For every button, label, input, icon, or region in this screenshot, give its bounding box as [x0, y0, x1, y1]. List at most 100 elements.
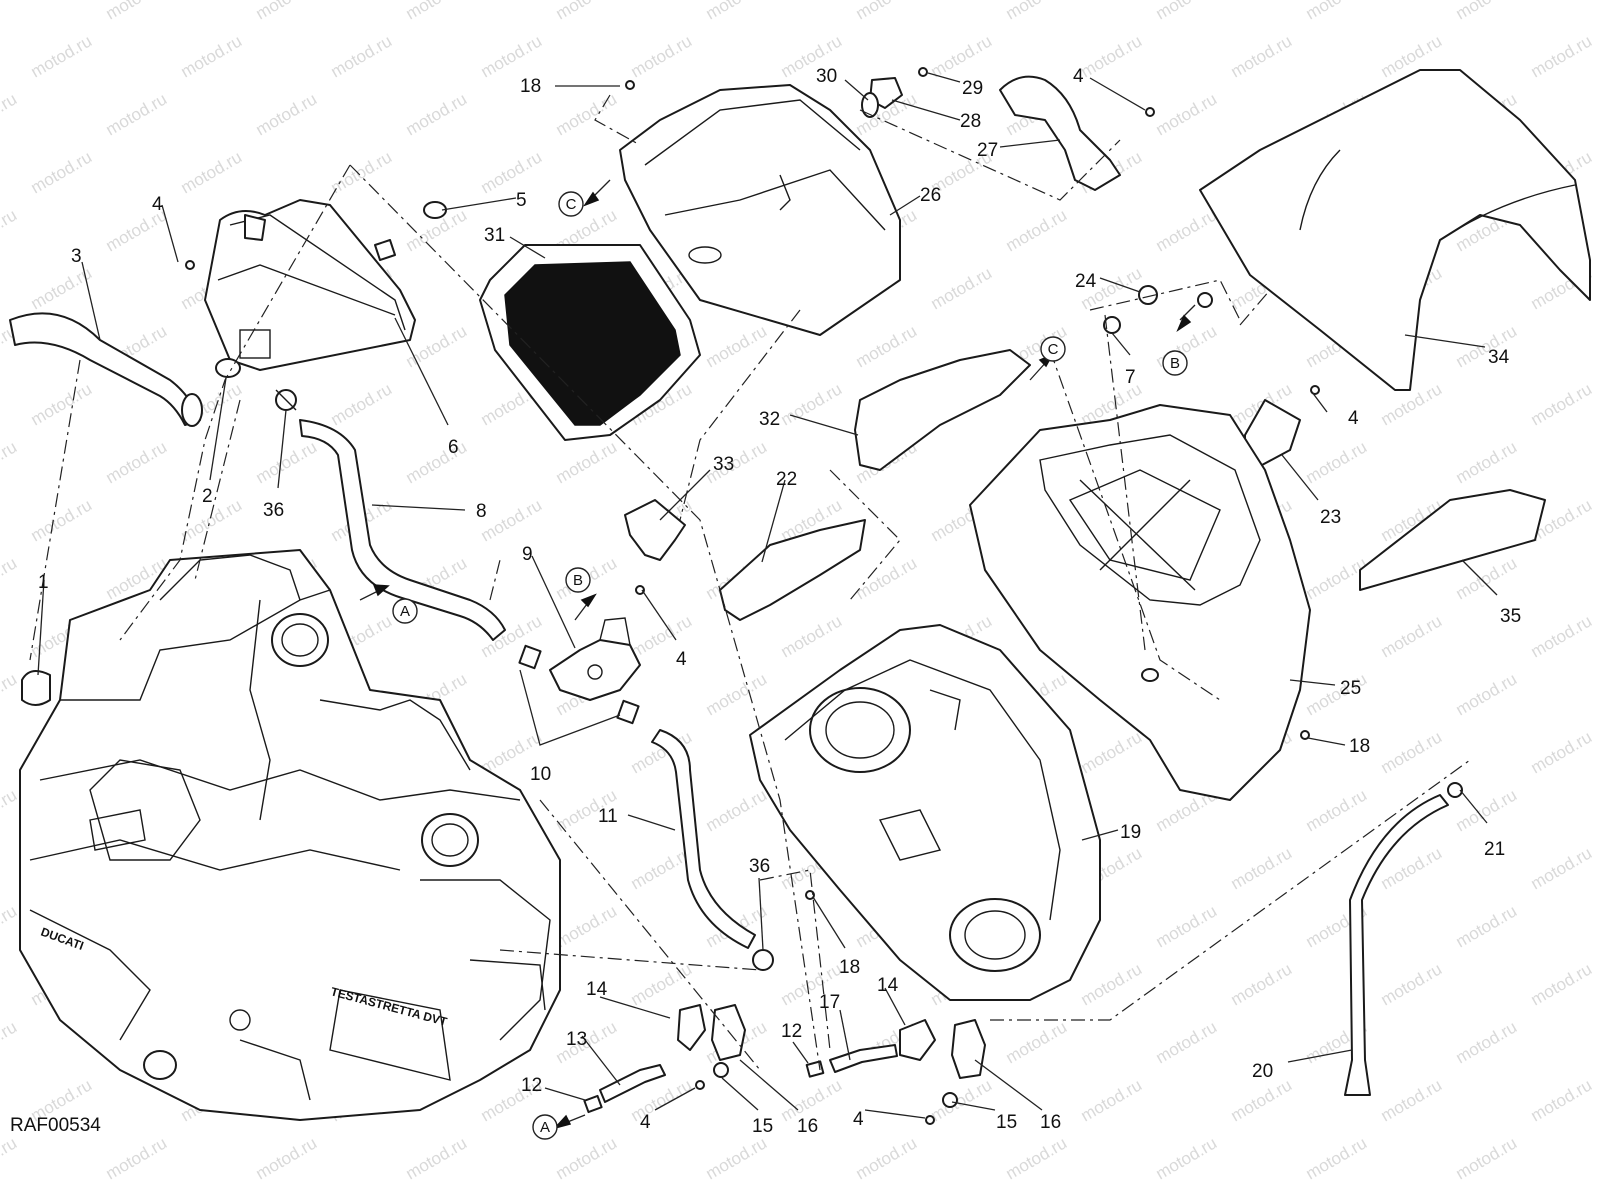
watermark-text: motod.ru: [1378, 611, 1446, 661]
seal-part-2: [215, 358, 241, 378]
washer-part-15-left: [713, 1062, 729, 1078]
watermark-text: motod.ru: [1303, 1133, 1371, 1183]
flap-part-22: [719, 519, 866, 621]
cover-part-35: [1359, 489, 1546, 591]
watermark-text: motod.ru: [1153, 89, 1221, 139]
watermark-text: motod.ru: [0, 901, 20, 951]
watermark-text: motod.ru: [478, 147, 546, 197]
callout-35: 35: [1500, 606, 1521, 627]
svg-text:A: A: [400, 603, 410, 620]
watermark-text: motod.ru: [103, 89, 171, 139]
connector-part-10-a: [518, 644, 542, 670]
clamp-part-36-lower: [752, 949, 774, 971]
callout-16-right: 16: [1040, 1112, 1061, 1133]
callout-4-bottom-left: 4: [640, 1112, 651, 1133]
washer-part-15-right: [942, 1092, 958, 1108]
screws: [185, 80, 1320, 1125]
callout-7: 7: [1125, 367, 1136, 388]
watermark-text: motod.ru: [0, 553, 20, 603]
cover-part-34: [1199, 69, 1591, 391]
watermark-text: motod.ru: [1003, 1017, 1071, 1067]
watermark-text: motod.ru: [553, 0, 621, 23]
watermark-text: motod.ru: [1528, 727, 1596, 777]
airbox-cover-part-25: [969, 404, 1311, 801]
hose-part-11: [651, 729, 756, 949]
callout-33: 33: [713, 454, 734, 475]
watermark-text: motod.ru: [1228, 959, 1296, 1009]
grommet-part-7-b: [1197, 292, 1213, 308]
watermark-text: motod.ru: [628, 31, 696, 81]
watermark-text: motod.ru: [1078, 31, 1146, 81]
ref-marker-b-center: B: [565, 567, 591, 593]
screw-part-29: [918, 67, 928, 77]
watermark-text: motod.ru: [553, 901, 621, 951]
watermark-text: motod.ru: [1153, 0, 1221, 23]
watermark-text: motod.ru: [0, 205, 20, 255]
watermark-text: motod.ru: [853, 1133, 921, 1183]
callout-1: 1: [38, 572, 49, 593]
watermark-text: motod.ru: [1153, 205, 1221, 255]
watermark-text: motod.ru: [1453, 0, 1521, 23]
clip-part-33: [624, 499, 686, 561]
assembly-lines: [29, 94, 1471, 1071]
watermark-text: motod.ru: [1153, 1017, 1221, 1067]
watermark-text: motod.ru: [253, 1133, 321, 1183]
callout-4-left: 4: [152, 194, 163, 215]
watermark-text: motod.ru: [0, 437, 20, 487]
ref-marker-c-right: C: [1040, 336, 1066, 362]
watermark-text: motod.ru: [853, 321, 921, 371]
callout-34: 34: [1488, 347, 1510, 368]
callout-12-left: 12: [521, 1075, 542, 1096]
callout-4-top-right: 4: [1073, 66, 1084, 87]
callout-18-top: 18: [520, 76, 541, 97]
clamp-part-21: [1447, 782, 1463, 798]
watermark-text: motod.ru: [553, 437, 621, 487]
callout-16-left: 16: [797, 1116, 818, 1137]
watermark-text: motod.ru: [253, 89, 321, 139]
callout-14-right: 14: [877, 975, 899, 996]
callout-4-bottom-right: 4: [853, 1109, 864, 1130]
callout-28: 28: [960, 111, 981, 132]
watermark-text: motod.ru: [328, 147, 396, 197]
watermark-text: motod.ru: [28, 31, 96, 81]
watermark-text: motod.ru: [853, 553, 921, 603]
valve-part-9: [549, 617, 641, 701]
watermark-text: motod.ru: [1303, 0, 1371, 23]
watermark-text: motod.ru: [703, 0, 771, 23]
hose-part-8: [299, 419, 506, 641]
callout-8: 8: [476, 501, 487, 522]
callout-3: 3: [71, 246, 82, 267]
connector-part-12-right: [805, 1060, 825, 1078]
callout-4-center: 4: [676, 649, 687, 670]
intake-duct-part-26: [619, 84, 901, 336]
watermark-text: motod.ru: [1303, 437, 1371, 487]
callout-22: 22: [776, 469, 797, 490]
watermark-text: motod.ru: [703, 1133, 771, 1183]
hose-part-13: [599, 1064, 666, 1103]
watermark-text: motod.ru: [1078, 727, 1146, 777]
watermark-text: motod.ru: [928, 31, 996, 81]
watermark-text: motod.ru: [1528, 959, 1596, 1009]
callout-labels: 18 30 29 4 28 27 5 26 31 3 4 6 2 36 8 1 …: [38, 66, 1521, 1137]
watermark-text: motod.ru: [0, 89, 20, 139]
watermark-text: motod.ru: [1228, 843, 1296, 893]
watermark-text: motod.ru: [103, 0, 171, 23]
watermark-text: motod.ru: [28, 147, 96, 197]
watermark-text: motod.ru: [28, 379, 96, 429]
watermark-text: motod.ru: [253, 0, 321, 23]
watermark-text: motod.ru: [403, 1133, 471, 1183]
watermark-text: motod.ru: [28, 263, 96, 313]
watermark-text: motod.ru: [103, 437, 171, 487]
callout-30: 30: [816, 66, 837, 87]
hose-part-27: [999, 75, 1121, 191]
callout-13: 13: [566, 1029, 587, 1050]
watermark-text: motod.ru: [1153, 1133, 1221, 1183]
watermark-text: motod.ru: [1228, 31, 1296, 81]
grommet-part-24: [1138, 285, 1158, 305]
watermark-text: motod.ru: [928, 263, 996, 313]
callout-4-right: 4: [1348, 408, 1359, 429]
bracket-part-16-right: [951, 1019, 986, 1079]
callout-15-right: 15: [996, 1112, 1017, 1133]
breather-tank-part-6: [204, 199, 416, 371]
callout-29: 29: [962, 78, 983, 99]
